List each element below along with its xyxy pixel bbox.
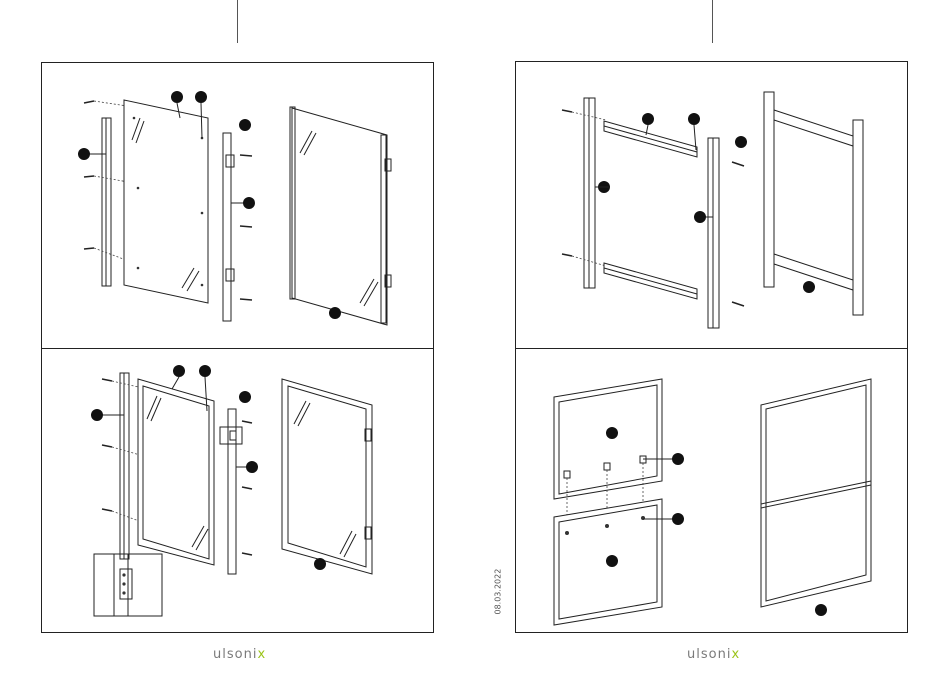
- screw-icon: [732, 162, 744, 306]
- assembled-glass-panel: [290, 107, 391, 325]
- screw-icon: [242, 421, 252, 555]
- brand-accent: x: [257, 647, 266, 662]
- callout-dot-icon: [173, 365, 185, 377]
- callout-dot-icon: [672, 453, 684, 465]
- callout-dot-icon: [815, 604, 827, 616]
- right-post: [708, 138, 719, 328]
- callout-dot-icon: [195, 91, 207, 103]
- upper-frame: [554, 379, 662, 499]
- callout-dot-icon: [606, 427, 618, 439]
- hinge-icon: [122, 573, 125, 594]
- callout-dot-icon: [735, 136, 747, 148]
- brand-name: ulsoni: [213, 647, 257, 662]
- diagram-panel-framed-glass: [41, 348, 434, 633]
- diagram-panel-frame-bars: [515, 61, 908, 349]
- crossbar-bottom: [604, 263, 697, 299]
- glass-pane: [124, 100, 208, 303]
- callout-dot-icon: [642, 113, 654, 125]
- assembled-frame: [764, 92, 863, 315]
- document-date: 08.03.2022: [494, 575, 503, 615]
- screw-icon: [240, 155, 252, 300]
- hinge-detail-inset: [94, 554, 162, 616]
- fold-mark-right: [712, 0, 713, 43]
- right-post: [223, 133, 234, 321]
- callout-dot-icon: [672, 513, 684, 525]
- callout-dot-icon: [171, 91, 183, 103]
- diagram-panel-glass-posts: [41, 62, 434, 349]
- assembled-framed-panel: [282, 379, 372, 574]
- callout-dot-icon: [239, 391, 251, 403]
- left-post: [102, 118, 111, 286]
- callout-dot-icon: [329, 307, 341, 319]
- callout-dot-icon: [314, 558, 326, 570]
- callout-dot-icon: [199, 365, 211, 377]
- left-post: [120, 373, 129, 559]
- brand-logo-left: ulsonix: [213, 647, 266, 662]
- assembled-stacked-frames: [761, 379, 871, 607]
- callout-dot-icon: [694, 211, 706, 223]
- brand-accent: x: [731, 647, 740, 662]
- framed-glass-pane: [138, 379, 214, 565]
- callout-dot-icon: [91, 409, 103, 421]
- brand-name: ulsoni: [687, 647, 731, 662]
- crossbar-top: [604, 121, 697, 157]
- callout-dot-icon: [803, 281, 815, 293]
- callout-dot-icon: [78, 148, 90, 160]
- left-post: [584, 98, 595, 288]
- callout-dot-icon: [243, 197, 255, 209]
- fold-mark-left: [237, 0, 238, 43]
- brand-logo-right: ulsonix: [687, 647, 740, 662]
- callout-dot-icon: [606, 555, 618, 567]
- right-post: [220, 409, 242, 574]
- diagram-panel-stacked-frames: [515, 348, 908, 633]
- callout-dot-icon: [246, 461, 258, 473]
- callout-dot-icon: [688, 113, 700, 125]
- callout-dot-icon: [239, 119, 251, 131]
